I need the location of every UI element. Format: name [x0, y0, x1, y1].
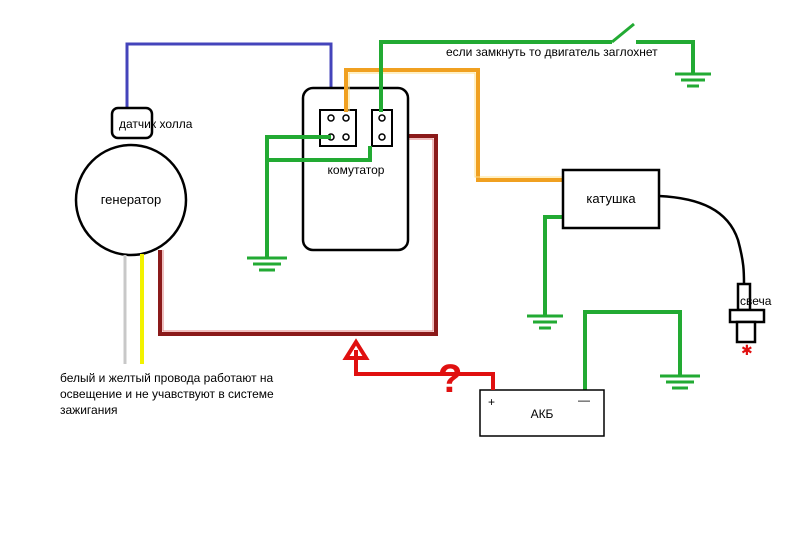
battery-plus-label: +	[488, 395, 495, 409]
battery-minus-label: —	[578, 393, 590, 407]
battery-ground-wire	[583, 310, 682, 390]
commutator-connector-left	[319, 109, 357, 147]
battery-label: АКБ	[531, 407, 554, 421]
question-arrow-head	[342, 338, 370, 360]
lighting-note-line1: белый и желтый провода работают на	[60, 371, 274, 385]
spark-plug-label: свеча	[740, 294, 772, 308]
lighting-note-line2: освещение и не учавствуют в системе	[60, 387, 274, 401]
coil-label: катушка	[586, 191, 636, 206]
hall-sensor-label: датчик холла	[119, 117, 193, 131]
commutator: комутатор	[301, 86, 410, 252]
coil-signal-wire	[344, 68, 563, 182]
ground-symbol-kill-switch	[675, 72, 711, 88]
spark-plug: ✱	[728, 282, 766, 359]
ground-symbol-battery	[660, 374, 700, 390]
question-mark: ?	[438, 357, 462, 401]
ground-symbol-commutator	[247, 256, 287, 272]
high-voltage-lead	[658, 194, 746, 285]
battery: + — АКБ	[479, 389, 605, 437]
commutator-label: комутатор	[328, 163, 385, 177]
ground-symbol-coil	[527, 314, 563, 330]
hall-sensor-wire	[125, 42, 333, 112]
kill-switch-wire	[379, 40, 612, 112]
kill-switch-note: если замкнуть то двигатель заглохнет	[446, 45, 658, 59]
lighting-wires-note: белый и желтый провода работают на освещ…	[60, 370, 320, 418]
question-arrow-line	[354, 350, 495, 390]
power-wire	[158, 134, 438, 336]
hall-sensor: датчик холла	[110, 106, 193, 140]
spark-icon: ✱	[741, 343, 753, 359]
kill-switch	[611, 22, 635, 44]
coil-ground-wire	[543, 215, 563, 316]
generator-label: генератор	[101, 192, 162, 207]
generator: генератор	[74, 143, 188, 257]
ignition-coil: катушка	[561, 168, 661, 230]
lighting-note-line3: зажигания	[60, 403, 118, 417]
